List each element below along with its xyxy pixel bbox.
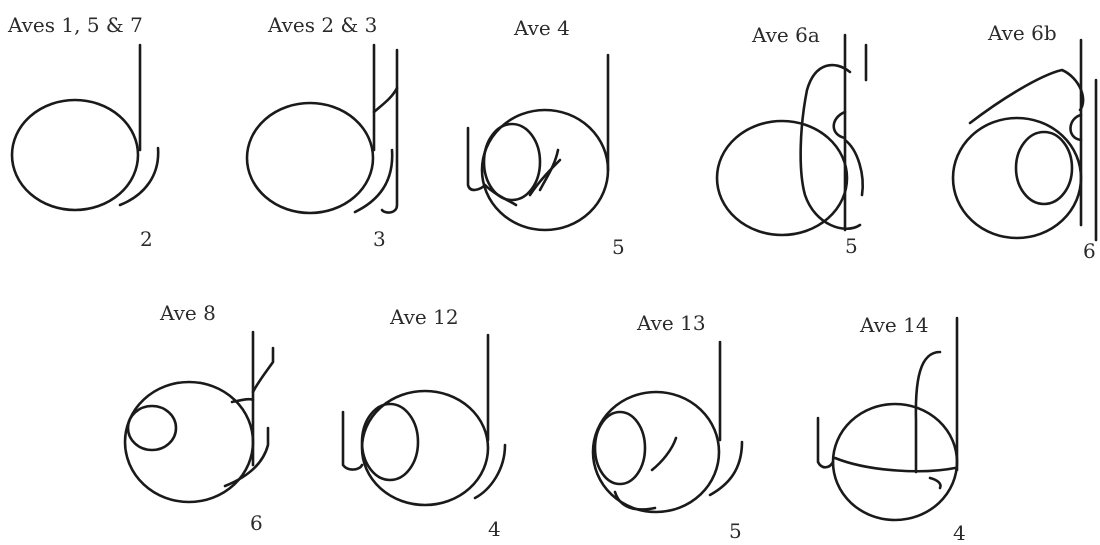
glyph-count: 6 (1083, 239, 1096, 263)
glyph-count: 3 (373, 227, 386, 251)
glyph-ave-13: Ave 13 5 (591, 311, 744, 543)
glyph-label: Aves 2 & 3 (267, 13, 377, 37)
glyph-label: Ave 12 (389, 305, 459, 329)
glyph-ave-6a: Ave 6a 5 (715, 23, 868, 258)
glyph-count: 4 (953, 521, 966, 545)
glyph-ave-14: Ave 14 4 (816, 313, 966, 545)
glyph-count: 4 (488, 517, 501, 541)
glyph-ave-4: Ave 4 5 (466, 16, 625, 259)
glyph-drawing (816, 316, 959, 522)
glyph-count: 6 (250, 511, 263, 535)
glyph-ave-6b: Ave 6b 6 (951, 21, 1098, 263)
glyph-drawing (123, 330, 275, 504)
glyph-drawing (341, 333, 507, 507)
glyph-label: Ave 4 (513, 16, 570, 40)
glyph-aves-2-3: Aves 2 & 3 3 (245, 13, 399, 251)
glyph-drawing (715, 33, 868, 237)
glyph-drawing (10, 43, 160, 212)
glyph-ave-8: Ave 8 6 (123, 301, 275, 535)
glyph-count: 5 (612, 235, 625, 259)
glyph-count: 5 (729, 519, 742, 543)
glyph-ave-12: Ave 12 4 (341, 305, 507, 541)
glyph-drawing (245, 43, 399, 215)
glyph-label: Ave 14 (859, 313, 929, 337)
glyph-label: Ave 8 (159, 301, 216, 325)
glyph-count: 5 (845, 234, 858, 258)
glyph-drawing (591, 340, 744, 514)
glyph-aves-1-5-7: Aves 1, 5 & 7 2 (7, 13, 160, 251)
glyph-count: 2 (140, 227, 153, 251)
glyph-label: Ave 13 (636, 311, 706, 335)
glyph-label: Ave 6a (751, 23, 820, 47)
glyph-drawing (951, 38, 1098, 242)
glyph-drawing (466, 53, 610, 232)
glyph-label: Aves 1, 5 & 7 (7, 13, 143, 37)
glyph-label: Ave 6b (987, 21, 1057, 45)
